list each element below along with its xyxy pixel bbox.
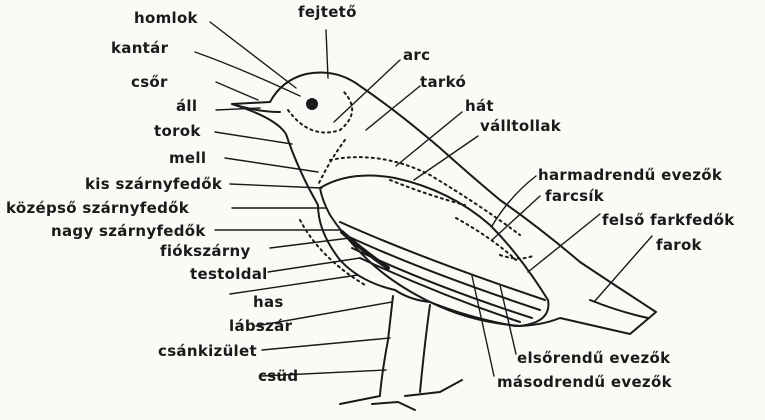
label-elsorendu-evezok: elsőrendű evezők bbox=[517, 350, 670, 367]
label-csor: csőr bbox=[131, 74, 168, 91]
label-valltollak: válltollak bbox=[480, 118, 561, 135]
label-nagy-szarnyfedok: nagy szárnyfedők bbox=[51, 223, 206, 240]
label-kantar: kantár bbox=[111, 40, 168, 57]
label-harmadrendu-evezok: harmadrendű evezők bbox=[538, 167, 722, 184]
label-csud: csüd bbox=[258, 368, 298, 385]
wing-outline bbox=[320, 176, 548, 326]
tail-detail bbox=[590, 300, 648, 318]
label-farok: farok bbox=[656, 237, 702, 254]
label-all: áll bbox=[176, 98, 197, 115]
legs bbox=[340, 296, 462, 410]
label-fejteto: fejtető bbox=[298, 4, 357, 21]
label-felso-farkfedok: felső farkfedők bbox=[602, 212, 735, 229]
label-arc: arc bbox=[403, 47, 430, 64]
label-masodrendu-evezok: másodrendű evezők bbox=[497, 374, 672, 391]
label-has: has bbox=[253, 294, 284, 311]
label-torok: torok bbox=[154, 123, 201, 140]
label-homlok: homlok bbox=[134, 10, 198, 27]
eye bbox=[307, 99, 317, 109]
label-labszar: lábszár bbox=[229, 318, 292, 335]
label-mell: mell bbox=[169, 150, 206, 167]
label-kis-szarnyfedok: kis szárnyfedők bbox=[85, 176, 222, 193]
label-kozepso-szarnyfedok: középső szárnyfedők bbox=[6, 200, 189, 217]
label-farcsik: farcsík bbox=[545, 188, 604, 205]
label-csankizulet: csánkizület bbox=[158, 343, 257, 360]
label-fiokszarny: fiókszárny bbox=[160, 243, 251, 260]
label-tarko: tarkó bbox=[420, 74, 466, 91]
label-hat: hát bbox=[465, 98, 494, 115]
label-testoldal: testoldal bbox=[190, 266, 268, 283]
